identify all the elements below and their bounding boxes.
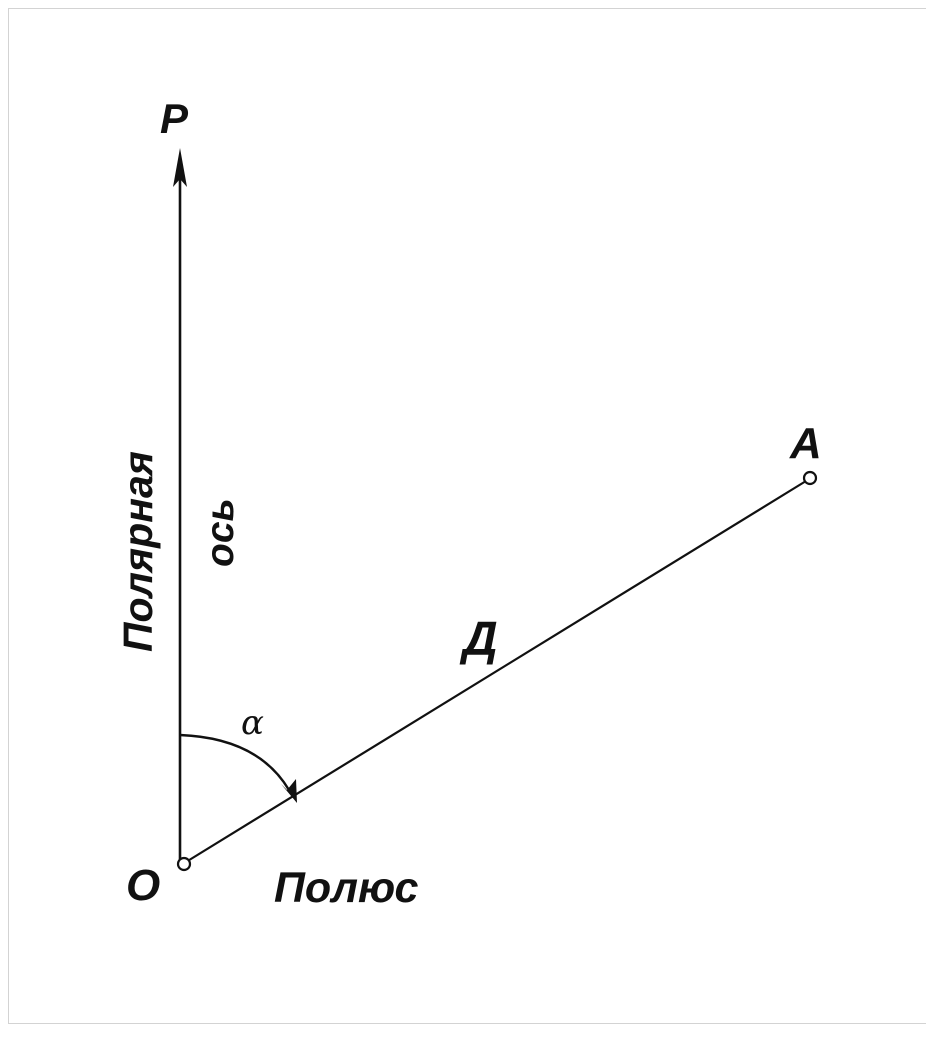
point-a-label: A (789, 419, 822, 468)
distance-line (185, 480, 807, 863)
angle-arc (179, 733, 291, 791)
polar-axis-arrowhead (173, 148, 187, 187)
axis-name-label-2: ось (199, 498, 242, 567)
axis-name-label-1: Полярная (115, 451, 161, 652)
pole-point (176, 856, 192, 872)
distance-label: Д (459, 613, 498, 666)
angle-label: α (241, 703, 264, 743)
origin-label: O (126, 861, 160, 910)
pole-label: Полюс (274, 864, 419, 912)
point-a (802, 470, 818, 486)
angle-arc-arrowhead (281, 779, 297, 803)
diagram-frame (8, 8, 926, 1024)
axis-end-label: P (160, 95, 189, 142)
